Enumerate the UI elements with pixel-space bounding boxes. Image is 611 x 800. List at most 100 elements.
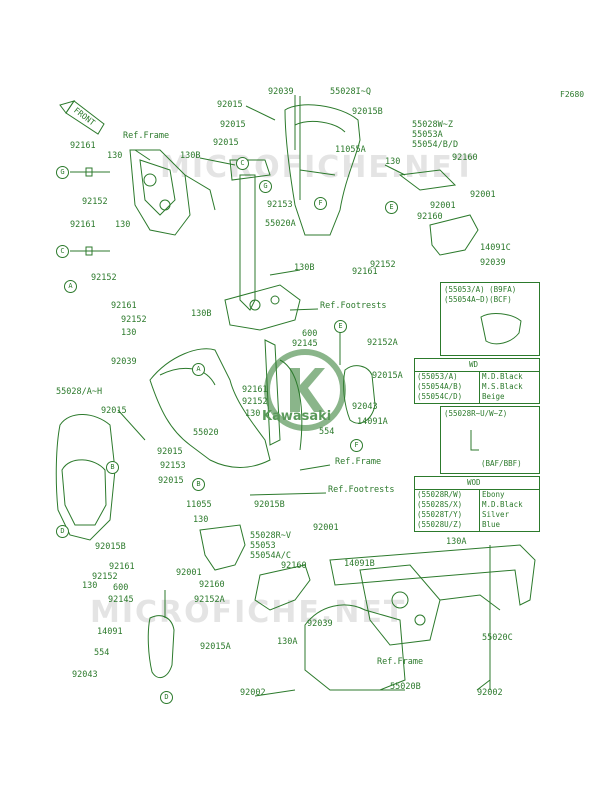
- fairing-thumbnail-icon: [480, 313, 522, 345]
- part-label: 130A: [446, 537, 467, 547]
- part-label: 92015: [158, 476, 184, 486]
- part-label: 600: [302, 329, 318, 339]
- part-label: 55020: [193, 428, 219, 438]
- watermark-bottom: MICROFICHE.NET: [90, 595, 407, 630]
- logo-text: Kawasaki: [262, 409, 332, 424]
- wod-row-1-color: Ebony: [482, 490, 505, 499]
- wod-row-4-part: (55028U/Z): [417, 520, 463, 529]
- wod-title: WOD: [467, 478, 481, 487]
- part-label: 92015: [220, 120, 246, 130]
- part-label: 92039: [268, 87, 294, 97]
- part-label: 14091C: [480, 243, 511, 253]
- part-label: 92152: [370, 260, 396, 270]
- reference-marker: F: [350, 439, 363, 452]
- variant-box-2: (55028R~U/W~Z) (BAF/BBF): [440, 406, 540, 474]
- part-label: 92152: [242, 397, 268, 407]
- reference-marker: C: [236, 157, 249, 170]
- part-label: 92152: [91, 273, 117, 283]
- variant-box-1: (55053/A) (B9FA) (55054A~D)(BCF): [440, 282, 540, 356]
- wd-table: WD (55053/A) M.D.Black (55054A/B) M.S.Bl…: [414, 358, 540, 404]
- part-label: 92001: [313, 523, 339, 533]
- watermark-top: MICROFICHE.NET: [160, 150, 477, 185]
- wd-title: WD: [469, 360, 479, 369]
- reference-marker: B: [106, 461, 119, 474]
- part-label: 92015B: [352, 107, 383, 117]
- part-label: 92160: [452, 153, 478, 163]
- part-label: 92002: [477, 688, 503, 698]
- diagram-code: F2680: [560, 90, 585, 99]
- part-label: 92015: [213, 138, 239, 148]
- part-label: 92015A: [372, 371, 403, 381]
- wod-row-2-color: M.D.Black: [482, 500, 523, 509]
- part-label: 55028/A~H: [56, 387, 103, 397]
- part-label: 14091B: [344, 559, 375, 569]
- part-label: 554: [319, 427, 335, 437]
- part-label: 92152A: [194, 595, 225, 605]
- part-label: 92161: [352, 267, 378, 277]
- reference-marker: C: [56, 245, 69, 258]
- part-label: 14091A: [357, 417, 388, 427]
- part-label: 11055A: [335, 145, 366, 155]
- part-label: 130: [193, 515, 209, 525]
- part-label: 92001: [470, 190, 496, 200]
- part-label: Ref.Footrests: [328, 485, 395, 495]
- reference-marker: A: [64, 280, 77, 293]
- wd-row-3-part: (55054C/D): [417, 392, 463, 401]
- part-label: 130: [107, 151, 123, 161]
- reference-marker: A: [192, 363, 205, 376]
- part-label: 55020A: [265, 219, 296, 229]
- reference-marker: B: [192, 478, 205, 491]
- reference-marker: F: [314, 197, 327, 210]
- part-label: 130: [245, 409, 261, 419]
- wod-row-1-part: (55028R/W): [417, 490, 463, 499]
- part-label: Ref.Frame: [123, 131, 170, 141]
- part-label: 92015A: [200, 642, 231, 652]
- wd-row-3-color: Beige: [482, 392, 505, 401]
- reference-marker: D: [160, 691, 173, 704]
- part-label: 130B: [191, 309, 212, 319]
- part-label: 92043: [72, 670, 98, 680]
- part-label: 55028W~Z: [412, 120, 453, 130]
- part-label: 55054/B/D: [412, 140, 459, 150]
- part-label: 130B: [294, 263, 315, 273]
- part-label: 92043: [352, 402, 378, 412]
- part-label: 55028R~V: [250, 531, 291, 541]
- part-label: 92015B: [95, 542, 126, 552]
- part-label: 92160: [417, 212, 443, 222]
- part-label: 92039: [307, 619, 333, 629]
- part-label: 92015: [157, 447, 183, 457]
- part-label: 14091: [97, 627, 123, 637]
- part-label: 55054A/C: [250, 551, 291, 561]
- part-label: 130: [115, 220, 131, 230]
- part-label: Ref.Frame: [335, 457, 382, 467]
- part-label: 55020C: [482, 633, 513, 643]
- part-label: 130A: [277, 637, 298, 647]
- part-label: 55053: [250, 541, 276, 551]
- part-label: 92153: [267, 200, 293, 210]
- front-arrow-icon: [59, 100, 105, 135]
- wod-row-3-part: (55028T/Y): [417, 510, 463, 519]
- part-label: Ref.Footrests: [320, 301, 387, 311]
- wd-row-1-color: M.D.Black: [482, 372, 523, 381]
- part-label: 92015: [217, 100, 243, 110]
- part-label: 92152: [92, 572, 118, 582]
- part-label: 92152: [121, 315, 147, 325]
- variant-box-1-line1: (55053/A) (B9FA): [444, 285, 517, 294]
- part-label: 92039: [480, 258, 506, 268]
- part-label: 55053A: [412, 130, 443, 140]
- part-label: 130: [121, 328, 137, 338]
- part-label: 130: [82, 581, 98, 591]
- part-label: 55020B: [390, 682, 421, 692]
- variant-box-2-line1: (55028R~U/W~Z): [444, 409, 508, 418]
- part-label: 92161: [70, 141, 96, 151]
- part-label: 92015: [101, 406, 127, 416]
- wod-table: WOD (55028R/W) Ebony (55028S/X) M.D.Blac…: [414, 476, 540, 532]
- wod-row-4-color: Blue: [482, 520, 501, 529]
- part-label: 55028I~Q: [330, 87, 371, 97]
- part-label: Ref.Frame: [377, 657, 424, 667]
- part-label: 92145: [108, 595, 134, 605]
- reference-marker: G: [56, 166, 69, 179]
- part-label: 92039: [111, 357, 137, 367]
